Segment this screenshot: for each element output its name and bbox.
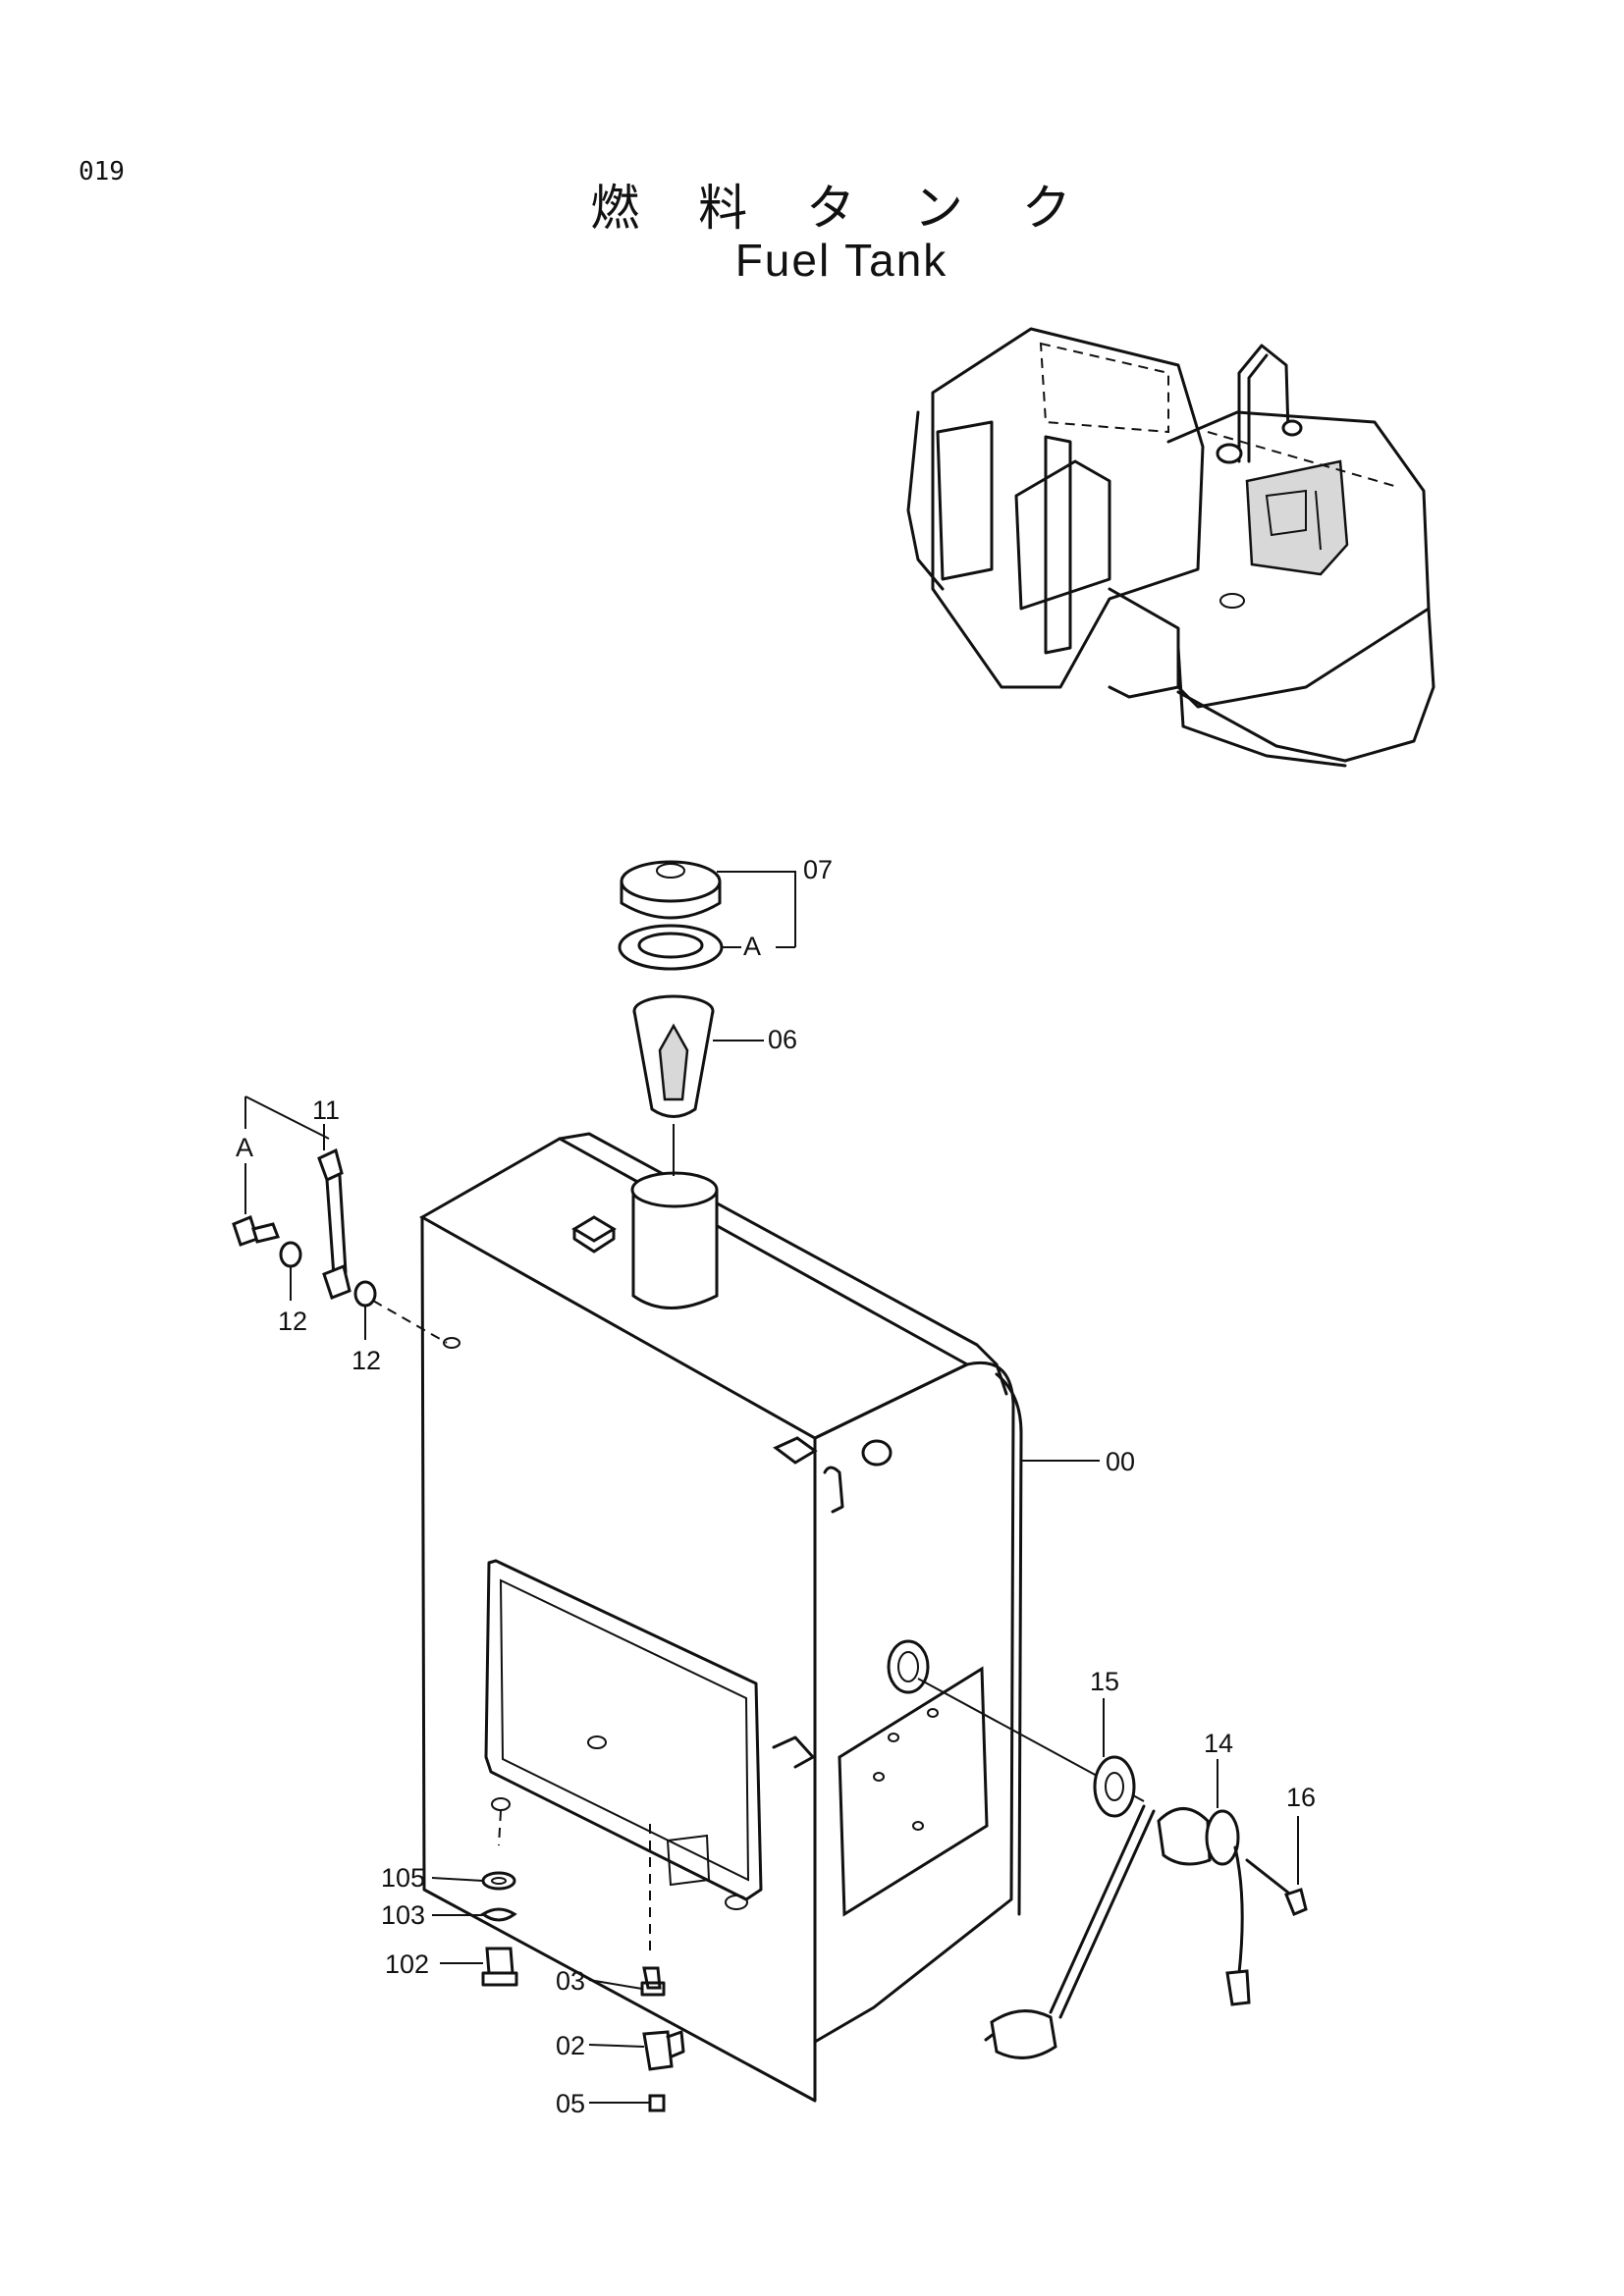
callout-07: 07 <box>803 855 833 884</box>
callout-15: 15 <box>1090 1667 1119 1696</box>
callout-ref-a-gauge: A <box>236 1133 253 1162</box>
page-number: 019 <box>79 157 125 187</box>
callout-14: 14 <box>1204 1729 1233 1758</box>
fuel-cap-assembly <box>618 860 724 971</box>
callout-02: 02 <box>556 2031 585 2060</box>
callout-00: 00 <box>1106 1447 1135 1476</box>
callout-12-lower: 12 <box>352 1346 381 1375</box>
callout-105: 105 <box>381 1863 425 1893</box>
callout-ref-a-cap: A <box>743 932 761 961</box>
drain-plug-parts <box>480 1871 518 1987</box>
callout-labels: 07 A 06 11 A 12 12 00 15 14 16 105 103 1… <box>236 855 1316 2118</box>
fuel-sender-assembly <box>917 1678 1308 2059</box>
title-japanese: 燃 料 タ ン ク <box>590 180 1093 237</box>
callout-16: 16 <box>1286 1783 1316 1812</box>
fuel-strainer <box>632 994 715 1176</box>
drain-valve-parts <box>640 1966 685 2112</box>
callout-102: 102 <box>385 1949 429 1979</box>
callout-06: 06 <box>768 1025 797 1054</box>
fuel-tank-body <box>418 1132 1023 2103</box>
callout-103: 103 <box>381 1900 425 1930</box>
callout-11: 11 <box>312 1095 340 1125</box>
title-english: Fuel Tank <box>734 235 948 286</box>
callout-03: 03 <box>556 1966 585 1996</box>
callout-12-upper: 12 <box>278 1307 307 1336</box>
callout-05: 05 <box>556 2089 585 2118</box>
excavator-locator-illustration <box>906 327 1435 768</box>
leader-lines <box>244 871 1299 2104</box>
level-gauge-assembly <box>232 1148 448 1344</box>
